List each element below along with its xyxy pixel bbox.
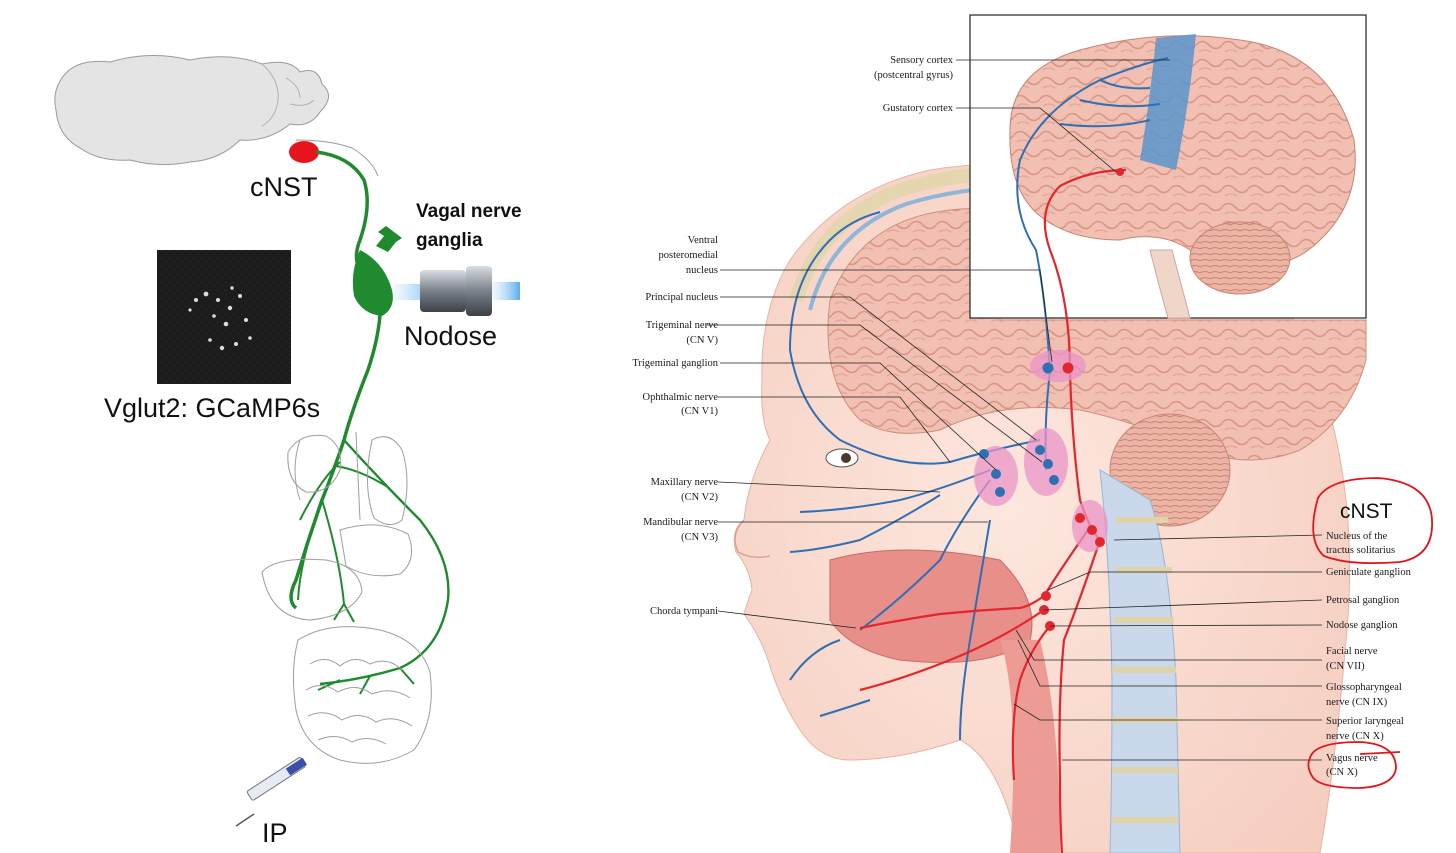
label-vpm-3: nucleus	[686, 265, 718, 276]
inset-brain	[1009, 35, 1356, 266]
label-nts-1: Nucleus of the	[1326, 531, 1388, 542]
label-glosso-1: Glossopharyngeal	[1326, 682, 1402, 693]
label-petrosal: Petrosal ganglion	[1326, 595, 1400, 606]
label-nts-2: tractus solitarius	[1326, 545, 1395, 556]
annotation-circle-cnst	[1312, 477, 1433, 565]
annotation-cnst-label: cNST	[1340, 500, 1393, 523]
left-panel: cNST Vagal nerve ganglia Nodose	[54, 55, 522, 848]
label-geniculate: Geniculate ganglion	[1326, 567, 1412, 578]
microscope-objective-icon	[394, 266, 520, 316]
gustatory-pathway	[859, 168, 1127, 853]
label-principal: Principal nucleus	[645, 292, 718, 303]
label-ophthalmic-1: Ophthalmic nerve	[642, 392, 718, 403]
organ-outlines	[261, 431, 432, 764]
label-vagus-2: (CN X)	[1326, 767, 1358, 778]
calcium-imaging-thumbnail	[157, 250, 291, 384]
sensory-cortex-strip	[1140, 34, 1196, 170]
label-mandibular-1: Mandibular nerve	[643, 517, 718, 528]
label-vpm-1: Ventral	[688, 235, 718, 246]
label-ophthalmic-2: (CN V1)	[681, 406, 718, 417]
label-facial-1: Facial nerve	[1326, 646, 1378, 657]
labels-top: Sensory cortex (postcentral gyrus) Gusta…	[874, 55, 954, 114]
labels-left: Ventral posteromedial nucleus Principal …	[632, 235, 718, 617]
label-maxillary-1: Maxillary nerve	[651, 477, 719, 488]
label-vpm-2: posteromedial	[659, 250, 719, 261]
syringe-icon	[235, 757, 307, 827]
right-panel: Ventral posteromedial nucleus Principal …	[632, 14, 1433, 853]
label-trigeminal-nerve-2: (CN V)	[686, 335, 718, 346]
label-sensory-1: Sensory cortex	[890, 55, 953, 66]
nuclei-markers	[974, 168, 1124, 631]
label-nodose: Nodose ganglion	[1326, 620, 1398, 631]
label-mandibular-2: (CN V3)	[681, 532, 718, 543]
label-facial-2: (CN VII)	[1326, 661, 1365, 672]
vagal-nerve-path	[289, 150, 382, 610]
label-gustatory: Gustatory cortex	[883, 103, 954, 114]
label-trigeminal-ganglion: Trigeminal ganglion	[632, 358, 718, 369]
vagal-label-1: Vagal nerve	[416, 201, 522, 222]
mouse-brain-outline	[54, 55, 329, 166]
label-trigeminal-nerve-1: Trigeminal nerve	[646, 320, 719, 331]
cnst-label: cNST	[250, 172, 318, 202]
label-sensory-2: (postcentral gyrus)	[874, 70, 954, 81]
down-arrow-icon	[376, 226, 402, 252]
label-sup-lar-2: nerve (CN X)	[1326, 731, 1384, 742]
labels-right: Nucleus of the tractus solitarius Genicu…	[1326, 531, 1412, 778]
label-chorda-tympani: Chorda tympani	[650, 606, 718, 617]
cnst-dot	[289, 141, 319, 163]
inset-cerebellum	[1189, 221, 1291, 295]
leader-lines	[706, 59, 1323, 761]
annotation-circle-vagus	[1307, 741, 1397, 789]
ip-label: IP	[262, 818, 288, 848]
label-sup-lar-1: Superior laryngeal	[1326, 716, 1404, 727]
annotations	[1307, 477, 1433, 789]
label-vagus-1: Vagus nerve	[1326, 753, 1378, 764]
nodose-ganglion	[352, 250, 393, 316]
label-maxillary-2: (CN V2)	[681, 492, 718, 503]
label-glosso-2: nerve (CN IX)	[1326, 697, 1388, 708]
vagal-label-2: ganglia	[416, 230, 483, 251]
nodose-label: Nodose	[404, 321, 497, 351]
vglut-label: Vglut2: GCaMP6s	[104, 393, 320, 423]
